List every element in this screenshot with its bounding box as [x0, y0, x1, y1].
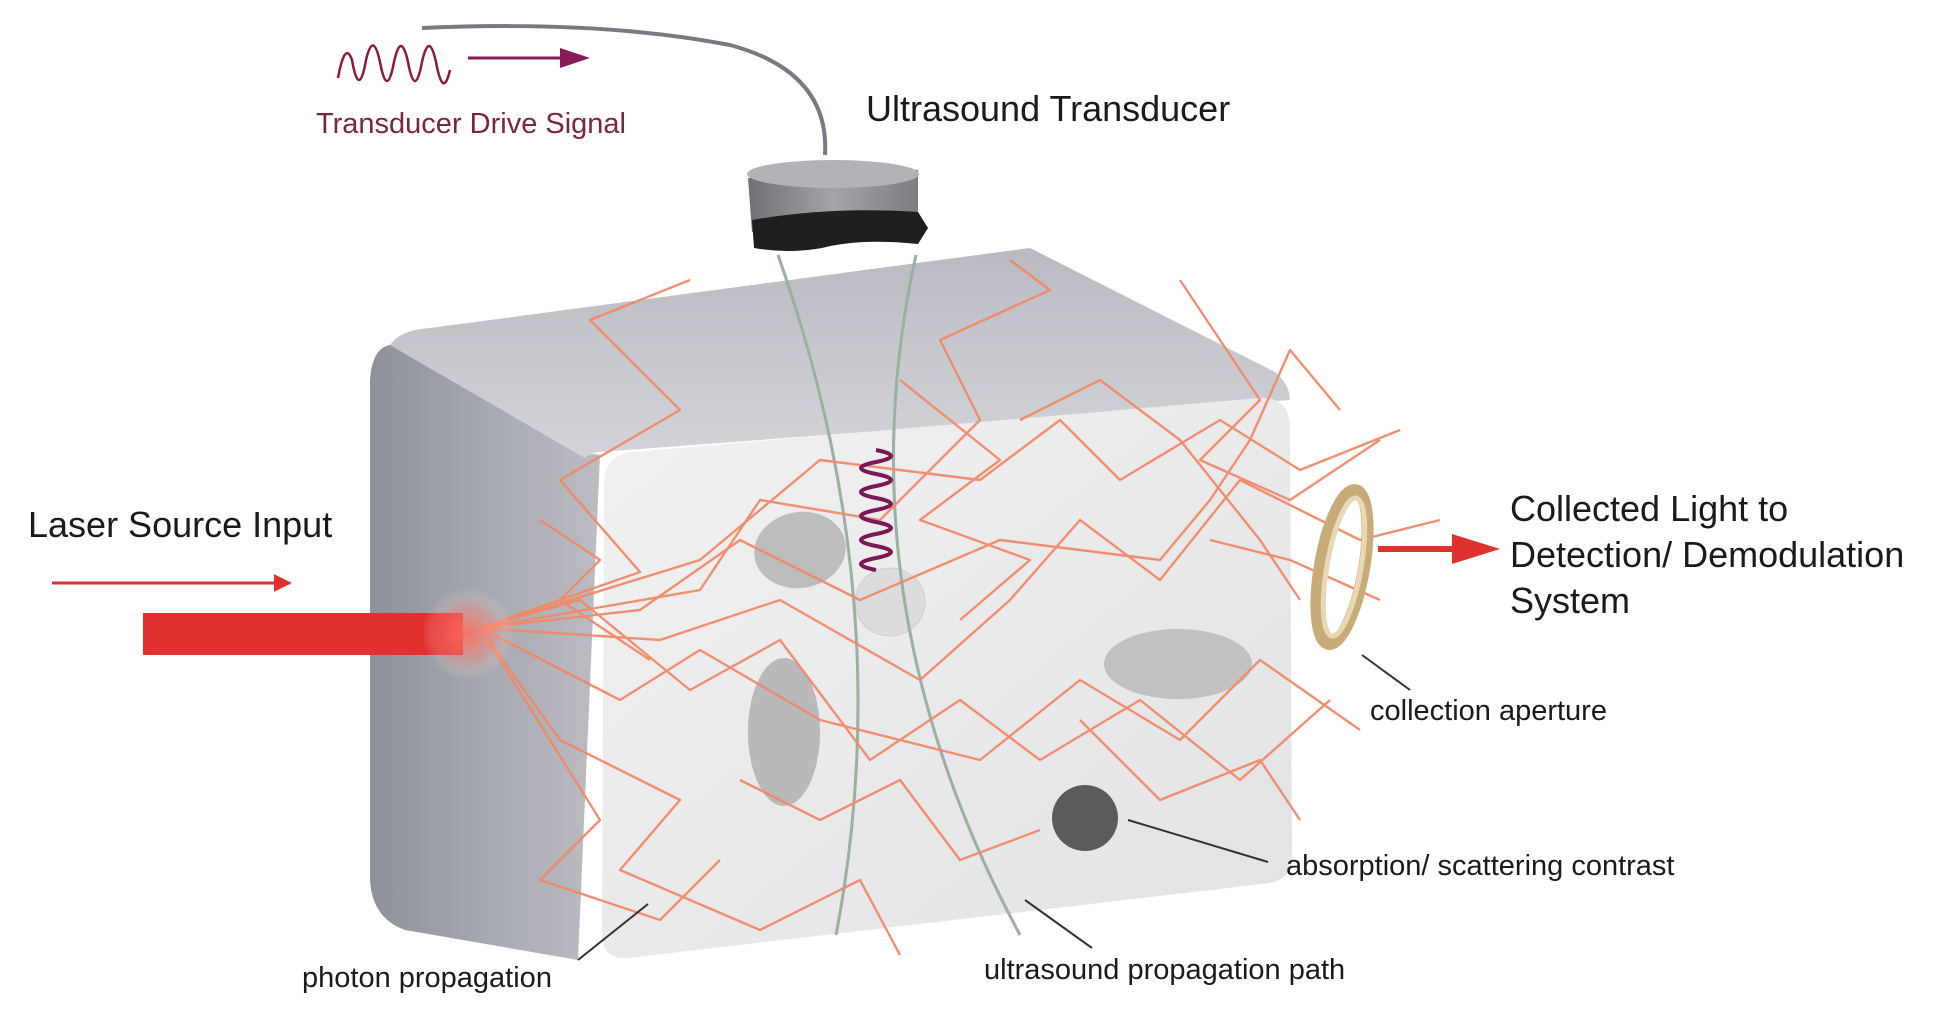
photon-path: [478, 627, 721, 922]
photon-path: [1209, 538, 1381, 602]
photon-path: [479, 598, 1331, 782]
drive-signal-arrowhead: [560, 48, 590, 68]
absorber-circle: [1052, 785, 1118, 851]
ultrasound-focus-wave: [859, 448, 893, 572]
photon-path: [1079, 719, 1301, 821]
photon-path: [479, 278, 691, 630]
photon-paths: [478, 259, 1441, 956]
laser-input-label: Laser Source Input: [28, 504, 333, 545]
photon-path: [539, 519, 651, 661]
aperture-ring-outer: [1310, 484, 1374, 650]
photon-path: [479, 478, 1441, 682]
aperture-ring-inner: [1320, 495, 1368, 639]
absorption-contrast-label: absorption/ scattering contrast: [1286, 850, 1675, 882]
photon-path: [479, 627, 902, 956]
drive-signal-label: Transducer Drive Signal: [316, 108, 626, 140]
drive-signal: [336, 44, 590, 85]
transducer-lens: [752, 210, 928, 251]
transducer-label: Ultrasound Transducer: [866, 88, 1231, 129]
laser-bar: [143, 613, 463, 655]
tissue-block: [370, 248, 1292, 960]
transducer-cable: [421, 24, 828, 156]
leader-collection-aperture: [1361, 654, 1411, 691]
photon-path: [1019, 378, 1301, 601]
inclusion-right: [1104, 629, 1252, 699]
inclusion-top-left: [754, 511, 846, 589]
ultrasound-transducer: [421, 24, 928, 251]
inclusion-center: [854, 567, 926, 637]
leader-ultrasound-path: [1024, 899, 1093, 949]
ultrasound-path-right: [891, 254, 1022, 936]
collected-light-label: Collected Light to Detection/ Demodulati…: [1510, 486, 1904, 624]
photon-path: [479, 418, 1401, 630]
collection-aperture-label: collection aperture: [1370, 695, 1607, 727]
laser-beam: [143, 588, 514, 680]
leader-lines: [577, 654, 1411, 961]
ultrasound-path-label: ultrasound propagation path: [984, 954, 1346, 986]
photon-path: [739, 778, 1041, 862]
photon-path: [479, 348, 1341, 630]
photon-path: [1179, 279, 1381, 502]
leader-absorption: [1127, 819, 1269, 863]
collected-light-line-3: System: [1510, 580, 1631, 621]
collected-light-line-1: Collected Light to: [1510, 488, 1789, 529]
block-top-face: [390, 248, 1290, 458]
transducer-rim: [747, 160, 919, 188]
photon-path: [899, 379, 1032, 621]
collected-light-line-2: Detection/ Demodulation: [1510, 534, 1905, 575]
collection-aperture-ring: [1310, 484, 1374, 650]
photon-path: [479, 259, 1052, 630]
inclusion-vertical: [748, 658, 820, 806]
inclusions: [748, 511, 1252, 851]
collected-light-arrowhead: [1452, 534, 1500, 564]
drive-signal-icon: [336, 44, 452, 85]
photon-propagation-label: photon propagation: [302, 962, 552, 994]
leader-photon: [577, 903, 649, 961]
laser-entry-glow: [422, 588, 514, 680]
photon-path: [479, 626, 1361, 762]
